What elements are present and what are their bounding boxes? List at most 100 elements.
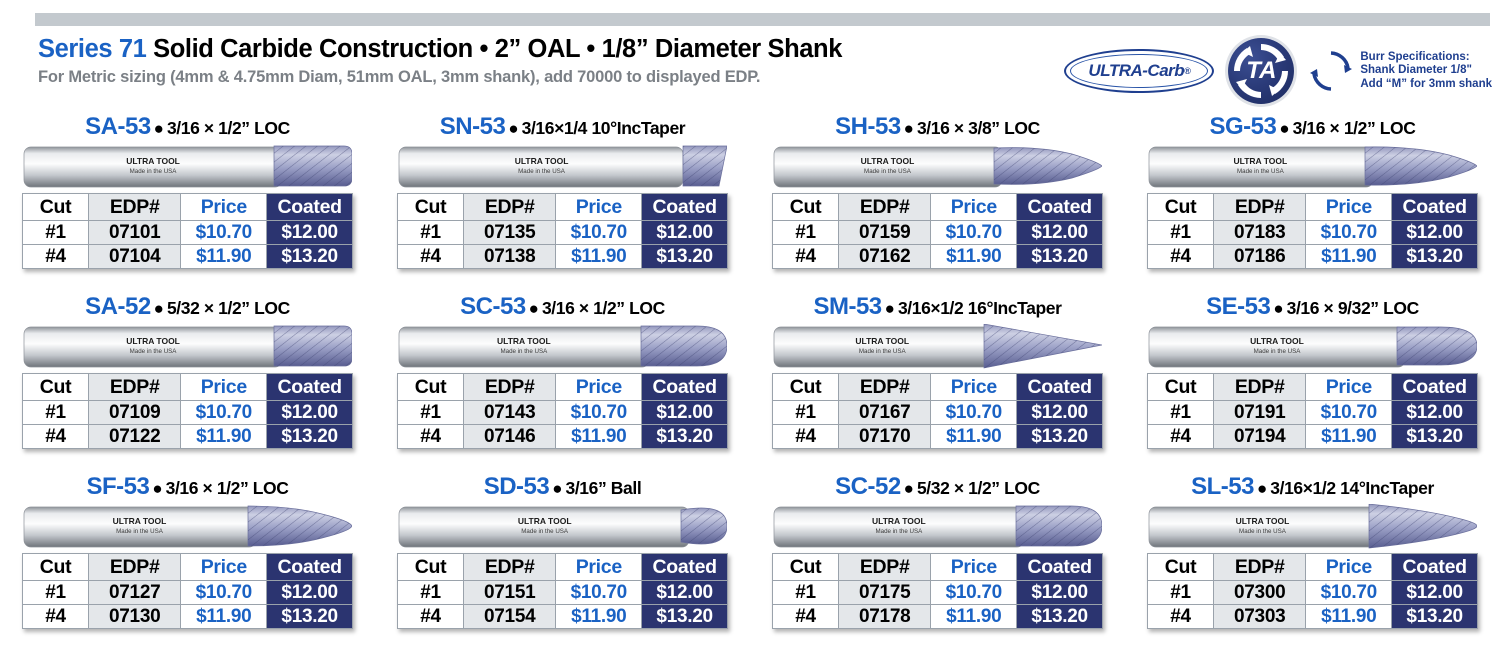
table-header-row: Cut EDP# Price Coated — [22, 373, 353, 401]
cell-price: $11.90 — [555, 424, 643, 449]
header-price: Price — [930, 193, 1018, 221]
cell-price: $11.90 — [930, 424, 1018, 449]
cell-edp: 07170 — [837, 424, 932, 449]
price-table: Cut EDP# Price Coated #1 07143 $10.70 $1… — [397, 373, 728, 449]
tool-origin-text: Made in the USA — [521, 528, 569, 535]
cell-coated: $13.20 — [1016, 244, 1103, 269]
tool-brand-text: ULTRA TOOL — [872, 516, 926, 526]
product-card[interactable]: SH-53●3/16 × 3/8” LOC ULTRA TOOL Made in… — [750, 112, 1125, 292]
bullet-icon: ● — [152, 479, 163, 498]
header-edp: EDP# — [462, 553, 557, 581]
product-card[interactable]: SA-52●5/32 × 1/2” LOC ULTRA TOOL Made in… — [0, 292, 375, 472]
product-card[interactable]: SC-52●5/32 × 1/2” LOC ULTRA TOOL Made in… — [750, 472, 1125, 652]
product-code: SE-53 — [1206, 293, 1271, 320]
burr-spec-line-1: Burr Specifications: — [1360, 50, 1470, 63]
tool-origin-text: Made in the USA — [1254, 348, 1302, 355]
product-card[interactable]: SD-53●3/16” Ball ULTRA TOOL Made in the … — [375, 472, 750, 652]
table-row: #1 07101 $10.70 $12.00 — [22, 220, 353, 245]
header-edp: EDP# — [462, 373, 557, 401]
cell-price: $11.90 — [1305, 244, 1393, 269]
product-card[interactable]: SN-53●3/16×1/4 10°IncTaper ULTRA TOOL Ma… — [375, 112, 750, 292]
header-price: Price — [930, 553, 1018, 581]
cell-edp: 07151 — [462, 580, 557, 605]
cell-price: $11.90 — [555, 244, 643, 269]
bullet-icon: ● — [528, 299, 539, 318]
cell-edp: 07183 — [1212, 220, 1307, 245]
series-label: Series 71 — [38, 35, 147, 63]
table-row: #1 07151 $10.70 $12.00 — [397, 580, 728, 605]
table-row: #4 07194 $11.90 $13.20 — [1147, 424, 1478, 449]
price-table: Cut EDP# Price Coated #1 07109 $10.70 $1… — [22, 373, 353, 449]
cell-edp: 07138 — [462, 244, 557, 269]
cell-coated: $13.20 — [1391, 424, 1478, 449]
header-price: Price — [180, 193, 268, 221]
header-cut: Cut — [397, 553, 464, 581]
product-title: SG-53●3/16 × 1/2” LOC — [1147, 112, 1478, 142]
bullet-icon: ● — [552, 479, 563, 498]
product-title: SM-53●3/16×1/2 16°IncTaper — [772, 292, 1103, 322]
table-row: #4 07178 $11.90 $13.20 — [772, 604, 1103, 629]
burr-tool-illustration: ULTRA TOOL Made in the USA — [1148, 146, 1477, 188]
cell-edp: 07159 — [837, 220, 932, 245]
burr-spec-line-3: Add “M” for 3mm shank — [1360, 77, 1492, 90]
product-card[interactable]: SE-53●3/16 × 9/32” LOC ULTRA TOOL Made i… — [1125, 292, 1500, 472]
tool-image: ULTRA TOOL Made in the USA — [1147, 324, 1478, 370]
product-title: SH-53●3/16 × 3/8” LOC — [772, 112, 1103, 142]
cell-price: $10.70 — [180, 400, 268, 425]
product-card[interactable]: SF-53●3/16 × 1/2” LOC ULTRA TOOL Made in… — [0, 472, 375, 652]
table-header-row: Cut EDP# Price Coated — [397, 373, 728, 401]
tool-origin-text: Made in the USA — [1237, 168, 1285, 175]
cell-cut: #1 — [22, 400, 89, 425]
cell-coated: $13.20 — [1391, 604, 1478, 629]
cell-coated: $13.20 — [641, 604, 728, 629]
cell-price: $10.70 — [930, 580, 1018, 605]
price-table: Cut EDP# Price Coated #1 07101 $10.70 $1… — [22, 193, 353, 269]
product-spec: 3/16 × 1/2” LOC — [541, 298, 665, 318]
product-card[interactable]: SC-53●3/16 × 1/2” LOC ULTRA TOOL Made in… — [375, 292, 750, 472]
bullet-icon: ● — [1273, 299, 1284, 318]
header-cut: Cut — [397, 373, 464, 401]
header-coated: Coated — [1016, 193, 1103, 221]
cell-cut: #4 — [397, 424, 464, 449]
burr-tool-illustration: ULTRA TOOL Made in the USA — [398, 506, 727, 548]
cell-cut: #1 — [397, 400, 464, 425]
bullet-icon: ● — [1257, 479, 1268, 498]
header-cut: Cut — [22, 553, 89, 581]
recycle-arrows-icon — [1234, 44, 1289, 98]
product-spec: 5/32 × 1/2” LOC — [166, 298, 290, 318]
product-code: SA-53 — [85, 113, 151, 140]
ta-coating-badge: TA — [1228, 38, 1295, 104]
page-title: Series 71 Solid Carbide Construction • 2… — [38, 34, 1038, 64]
product-card[interactable]: SM-53●3/16×1/2 16°IncTaper ULTRA TOOL Ma… — [750, 292, 1125, 472]
cell-coated: $13.20 — [266, 244, 353, 269]
tool-brand-text: ULTRA TOOL — [1234, 156, 1288, 166]
table-header-row: Cut EDP# Price Coated — [397, 553, 728, 581]
burr-tool-illustration: ULTRA TOOL Made in the USA — [1148, 504, 1477, 549]
product-card[interactable]: SA-53●3/16 × 1/2” LOC ULTRA TOOL Made in… — [0, 112, 375, 292]
burr-spec-line-2: Shank Diameter 1/8" — [1360, 64, 1472, 77]
header-cut: Cut — [772, 553, 839, 581]
cell-edp: 07143 — [462, 400, 557, 425]
header-edp: EDP# — [837, 193, 932, 221]
product-card[interactable]: SL-53●3/16×1/2 14°IncTaper ULTRA TOOL Ma… — [1125, 472, 1500, 652]
product-card[interactable]: SG-53●3/16 × 1/2” LOC ULTRA TOOL Made in… — [1125, 112, 1500, 292]
price-table: Cut EDP# Price Coated #1 07191 $10.70 $1… — [1147, 373, 1478, 449]
ultra-carb-label: ULTRA-Carb — [1088, 61, 1185, 80]
tool-origin-text: Made in the USA — [518, 168, 566, 175]
header-coated: Coated — [1016, 373, 1103, 401]
product-spec: 3/16 × 1/2” LOC — [165, 478, 289, 498]
tool-origin-text: Made in the USA — [500, 348, 548, 355]
product-spec: 3/16” Ball — [565, 478, 642, 498]
cell-edp: 07186 — [1212, 244, 1307, 269]
cell-cut: #4 — [1147, 604, 1214, 629]
header-edp: EDP# — [462, 193, 557, 221]
table-row: #4 07154 $11.90 $13.20 — [397, 604, 728, 629]
product-spec: 3/16 × 1/2” LOC — [166, 118, 290, 138]
header-edp: EDP# — [837, 553, 932, 581]
cell-edp: 07194 — [1212, 424, 1307, 449]
header-cut: Cut — [397, 193, 464, 221]
cell-price: $10.70 — [1305, 580, 1393, 605]
table-header-row: Cut EDP# Price Coated — [397, 193, 728, 221]
tool-brand-text: ULTRA TOOL — [126, 336, 180, 346]
cell-cut: #4 — [772, 424, 839, 449]
